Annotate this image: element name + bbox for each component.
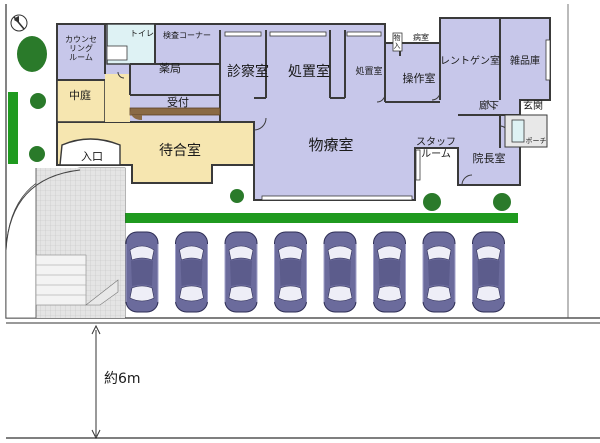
exam-room-label: 診察室 [227,63,269,80]
parked-car [422,231,456,313]
corridor-label: 廊下 [479,99,499,112]
inspection-corner-label: 検査コーナー [163,30,211,40]
building [56,17,551,201]
ward-room-label: 病室 [413,32,429,42]
storage-label-2: 入 [394,42,401,50]
physio-room-label: 物療室 [308,136,353,154]
dimension-label: 約6m [104,371,141,387]
pharmacy-label: 薬局 [159,62,181,75]
parking-lot [125,231,505,313]
director-room-label: 院長室 [473,151,506,165]
front-door-label: 玄関 [523,99,543,112]
parked-car [472,231,505,313]
parked-car [373,231,406,313]
treatment-room-label: 処置室 [288,63,330,80]
trees [17,36,511,211]
supply-room-label: 雑品庫 [510,54,540,67]
counseling-room-label-2: リング [69,43,93,53]
porch-label: ポーチ [526,137,547,145]
staff-room-label-1: スタッフ [416,136,456,148]
entrance-label: 入口 [81,150,103,163]
hedge-left [8,92,18,164]
parked-car [274,231,307,313]
entrance-pavement [5,167,126,319]
waiting-room-label: 待合室 [159,142,201,159]
parked-car [125,231,159,313]
dimension-indicator: 約6m [91,324,141,440]
reception-label: 受付 [167,96,189,109]
storage-label-1: 物 [394,33,401,42]
xray-room-label: レントゲン室 [440,54,500,67]
toilet-label: トイレ [130,29,154,38]
hedge-front [114,213,518,223]
operation-room-label: 操作室 [403,71,436,85]
treatment-room-small-label: 処置室 [355,65,382,77]
parked-car [323,231,357,313]
north-arrow-icon [10,14,28,32]
staff-room-label-2: ルーム [421,148,451,160]
counseling-room-label-1: カウンセ [65,35,97,44]
room-labels: カウンセ リング ルーム トイレ 検査コーナー 薬局 中庭 受付 待合室 入口 … [65,29,547,165]
counseling-room-label-3: ルーム [69,53,93,62]
courtyard-label: 中庭 [69,88,91,102]
parked-car [175,231,208,313]
parked-car [224,231,258,313]
